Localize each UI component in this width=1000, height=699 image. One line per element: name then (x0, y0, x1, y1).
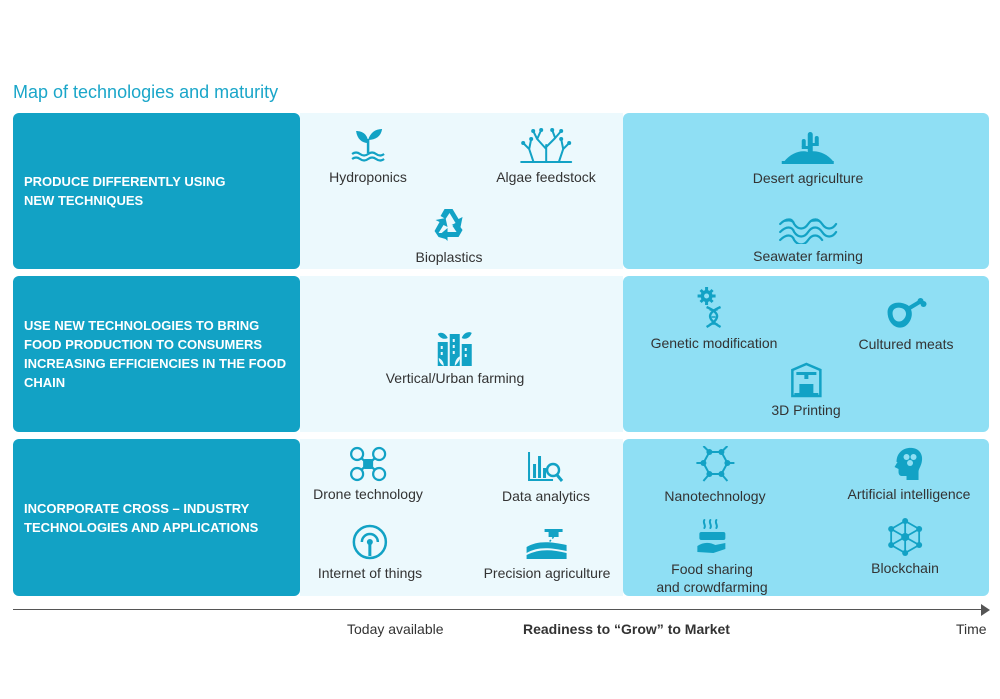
tech-cultured-meats: Cultured meats (858, 298, 954, 353)
arrow-right-icon (981, 604, 990, 616)
recycle-icon (434, 209, 463, 241)
tech-blockchain: Blockchain (871, 518, 939, 577)
axis-label-today: Today available (347, 621, 444, 637)
tech-label: Drone technology (313, 486, 423, 502)
field-drone-icon (527, 529, 567, 559)
tech-label: Blockchain (871, 560, 939, 576)
tech-label: Seawater farming (753, 248, 863, 264)
tech-3d-printing: 3D Printing (771, 362, 841, 419)
head-brain-icon (894, 447, 923, 480)
tech-precision-agriculture: Precision agriculture (483, 527, 611, 582)
row-label-text: PRODUCE DIFFERENTLY USING NEW TECHNIQUES (24, 174, 226, 208)
tech-label: Data analytics (502, 488, 590, 504)
tech-label: Artificial intelligence (847, 486, 971, 502)
tech-hydroponics: Hydroponics (329, 125, 407, 186)
tech-nanotechnology: Nanotechnology (664, 446, 766, 505)
3d-printer-icon (790, 362, 822, 398)
chart-magnifier-icon (528, 452, 564, 482)
tech-label: Hydroponics (329, 169, 407, 185)
network-hexagon-icon (887, 518, 922, 556)
tech-data-analytics: Data analytics (502, 450, 590, 505)
drone-icon (349, 446, 387, 482)
sprout-icon (351, 129, 385, 162)
today-panel-row3 (300, 439, 623, 596)
tech-label-line: and crowdfarming (656, 579, 768, 595)
tech-algae-feedstock: Algae feedstock (496, 125, 596, 186)
row-label-text: INCORPORATE CROSS – INDUSTRY TECHNOLOGIE… (24, 500, 259, 535)
tech-label: 3D Printing (771, 402, 841, 418)
tech-genetic-modification: Genetic modification (650, 287, 778, 352)
tech-label: Algae feedstock (496, 169, 596, 185)
tech-label: Food sharing and crowdfarming (656, 560, 767, 596)
tech-vertical-urban-farming: Vertical/Urban farming (385, 330, 525, 387)
row-label-new-technologies: USE NEW TECHNOLOGIES TO BRING FOOD PRODU… (13, 276, 300, 432)
tech-label: Nanotechnology (664, 488, 766, 504)
today-panel-row2 (300, 276, 623, 432)
molecule-icon (696, 446, 734, 482)
row-label-cross-industry: INCORPORATE CROSS – INDUSTRY TECHNOLOGIE… (13, 439, 300, 596)
tech-label: Genetic modification (650, 335, 778, 351)
tech-bioplastics: Bioplastics (415, 205, 483, 266)
city-plants-icon (437, 332, 472, 366)
tech-label-line: Food sharing (671, 561, 753, 577)
row-label-text: USE NEW TECHNOLOGIES TO BRING FOOD PRODU… (24, 318, 287, 390)
tech-food-sharing: Food sharing and crowdfarming (656, 518, 768, 596)
axis-label-time: Time (956, 621, 987, 637)
tech-label: Vertical/Urban farming (385, 370, 525, 386)
tech-seawater-farming: Seawater farming (753, 216, 863, 265)
broadcast-icon (352, 524, 388, 560)
tech-label: Cultured meats (858, 336, 954, 352)
hand-dish-icon (697, 519, 725, 553)
meat-leg-icon (888, 298, 927, 328)
row-label-produce: PRODUCE DIFFERENTLY USING NEW TECHNIQUES (13, 113, 300, 269)
dna-gear-icon (698, 287, 722, 329)
tech-label: Bioplastics (415, 249, 483, 265)
page-title: Map of technologies and maturity (13, 82, 279, 102)
tech-label: Desert agriculture (752, 170, 864, 186)
tech-artificial-intelligence: Artificial intelligence (847, 446, 971, 503)
tech-label: Internet of things (317, 565, 423, 581)
cactus-icon (782, 132, 834, 164)
today-panel-row1 (300, 113, 623, 269)
tech-drone-technology: Drone technology (313, 446, 423, 503)
waves-icon (778, 218, 838, 244)
tech-desert-agriculture: Desert agriculture (752, 128, 864, 187)
axis-label-readiness: Readiness to “Grow” to Market (523, 621, 730, 637)
time-axis-line (13, 609, 985, 610)
future-panel-row3 (623, 439, 989, 596)
tech-internet-of-things: Internet of things (318, 523, 422, 582)
tech-label: Precision agriculture (483, 565, 611, 581)
coral-icon (520, 128, 572, 163)
future-panel-row2 (623, 276, 989, 432)
